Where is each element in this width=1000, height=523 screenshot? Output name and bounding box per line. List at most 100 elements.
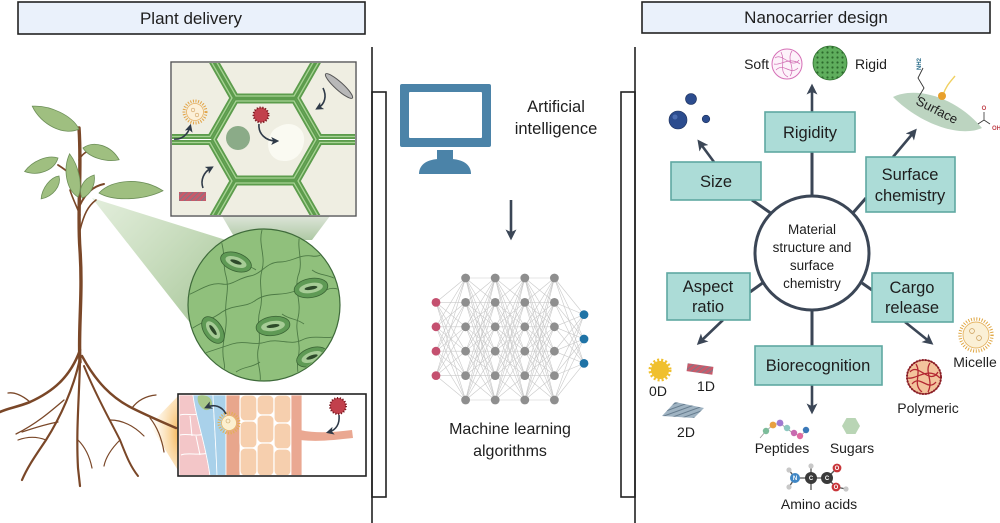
atom-n: N bbox=[793, 476, 797, 482]
sugars-label: Sugars bbox=[830, 440, 874, 456]
entry-arrow bbox=[315, 87, 326, 110]
entry-arrow bbox=[201, 166, 214, 189]
stoma bbox=[201, 316, 225, 344]
one-d-particle-icon bbox=[686, 363, 714, 375]
atom-o: O bbox=[834, 485, 839, 491]
neural-network-diagram bbox=[431, 273, 589, 405]
rod-nanoparticle-icon bbox=[324, 73, 354, 99]
nn-edge bbox=[435, 350, 466, 376]
size-examples-spheres-icon bbox=[668, 93, 711, 130]
nn-node-hidden bbox=[520, 322, 530, 332]
connector-surface-chemistry bbox=[850, 197, 868, 215]
biorecognition-examples: Peptides Sugars N C C O O Amino acids bbox=[755, 418, 874, 512]
nn-node-hidden bbox=[490, 346, 500, 356]
property-label-line1: Surface bbox=[882, 166, 939, 184]
nn-edge bbox=[524, 277, 555, 352]
stem bbox=[57, 126, 105, 364]
property-label: Rigidity bbox=[783, 124, 838, 142]
one-d-label: 1D bbox=[697, 378, 715, 394]
property-label: Biorecognition bbox=[766, 357, 871, 375]
nn-edge bbox=[435, 277, 466, 352]
root-cross-section-inset bbox=[177, 393, 367, 477]
nn-edge bbox=[465, 277, 496, 376]
nn-edge bbox=[524, 277, 555, 303]
leaf bbox=[23, 156, 59, 174]
ligand-head bbox=[938, 92, 946, 100]
leaf bbox=[80, 174, 95, 199]
zero-d-label: 0D bbox=[649, 383, 667, 399]
nn-edge bbox=[554, 363, 585, 401]
nn-edge bbox=[524, 351, 555, 401]
leaf bbox=[98, 181, 164, 200]
soft-label: Soft bbox=[744, 56, 769, 72]
nn-node-hidden bbox=[520, 298, 530, 307]
nn-edge bbox=[554, 314, 585, 376]
nn-edge bbox=[465, 277, 496, 303]
property-size: Size bbox=[670, 161, 762, 201]
nn-edge bbox=[554, 338, 585, 401]
property-box bbox=[754, 345, 883, 386]
nn-node-hidden bbox=[520, 371, 530, 380]
micelle-icon bbox=[958, 317, 994, 353]
peptides-label: Peptides bbox=[755, 440, 809, 456]
property-rigidity: Rigidity bbox=[764, 111, 856, 153]
two-d-label: 2D bbox=[677, 424, 695, 440]
property-label-line1: Cargo bbox=[890, 279, 935, 297]
arrow-aspect-ratio bbox=[696, 319, 724, 346]
polymeric-nanoparticle-icon bbox=[252, 106, 270, 124]
transport-arrow bbox=[204, 401, 227, 415]
micelle-icon bbox=[182, 99, 208, 125]
cell-wall-inset bbox=[170, 61, 357, 217]
nn-edge bbox=[465, 277, 496, 327]
nn-node-hidden bbox=[461, 395, 470, 405]
nn-node-input bbox=[431, 322, 441, 332]
nn-edge bbox=[524, 277, 555, 327]
carbonyl-o-label: O bbox=[982, 106, 987, 112]
header-box bbox=[641, 1, 991, 34]
nn-node-hidden bbox=[461, 322, 470, 332]
nn-node-input bbox=[431, 346, 441, 356]
header-title: Plant delivery bbox=[140, 9, 243, 28]
nn-edge bbox=[554, 277, 585, 315]
nn-node-hidden bbox=[550, 371, 559, 380]
nn-edge bbox=[554, 314, 585, 401]
header-title: Nanocarrier design bbox=[744, 8, 888, 27]
nn-node-hidden bbox=[461, 346, 470, 356]
nn-edge bbox=[524, 302, 555, 401]
nn-edge bbox=[494, 277, 526, 352]
nn-node-hidden bbox=[550, 273, 559, 283]
uptake-arrow bbox=[325, 414, 340, 435]
nn-node-hidden bbox=[490, 371, 500, 380]
connectors bbox=[696, 83, 934, 415]
nn-edge bbox=[494, 277, 526, 376]
nn-node-hidden bbox=[490, 322, 500, 332]
vacuole bbox=[268, 123, 305, 162]
ml-label-line2: algorithms bbox=[473, 443, 547, 460]
property-aspect-ratio: Aspect ratio bbox=[666, 272, 751, 321]
nn-edge bbox=[524, 277, 555, 376]
stomata bbox=[201, 251, 329, 368]
nn-edge bbox=[554, 314, 585, 352]
leaves bbox=[23, 105, 164, 200]
peptide-chain-icon bbox=[759, 419, 810, 440]
nn-node-output bbox=[579, 359, 589, 368]
nn-node-hidden bbox=[550, 346, 559, 356]
nn-node-hidden bbox=[520, 395, 530, 405]
nn-edge bbox=[465, 277, 496, 352]
nn-node-output bbox=[579, 334, 589, 344]
nn-node-hidden bbox=[550, 298, 559, 307]
epidermis-cells bbox=[239, 395, 292, 475]
connector-cargo-release bbox=[861, 281, 873, 292]
pericycle-band bbox=[225, 395, 241, 475]
center-node: Material structure and surface chemistry bbox=[753, 194, 871, 312]
property-label-line1: Aspect bbox=[683, 278, 734, 296]
nn-node-hidden bbox=[461, 298, 470, 307]
arrow-surface-chemistry bbox=[892, 128, 917, 158]
rigid-particle-icon bbox=[812, 45, 848, 81]
atom-c: C bbox=[825, 476, 830, 482]
nn-edge bbox=[524, 326, 555, 401]
nn-edge bbox=[465, 277, 496, 401]
amino-acids-label: Amino acids bbox=[781, 496, 857, 512]
ai-label-line1: Artificial bbox=[527, 98, 585, 116]
leaf bbox=[82, 144, 120, 161]
